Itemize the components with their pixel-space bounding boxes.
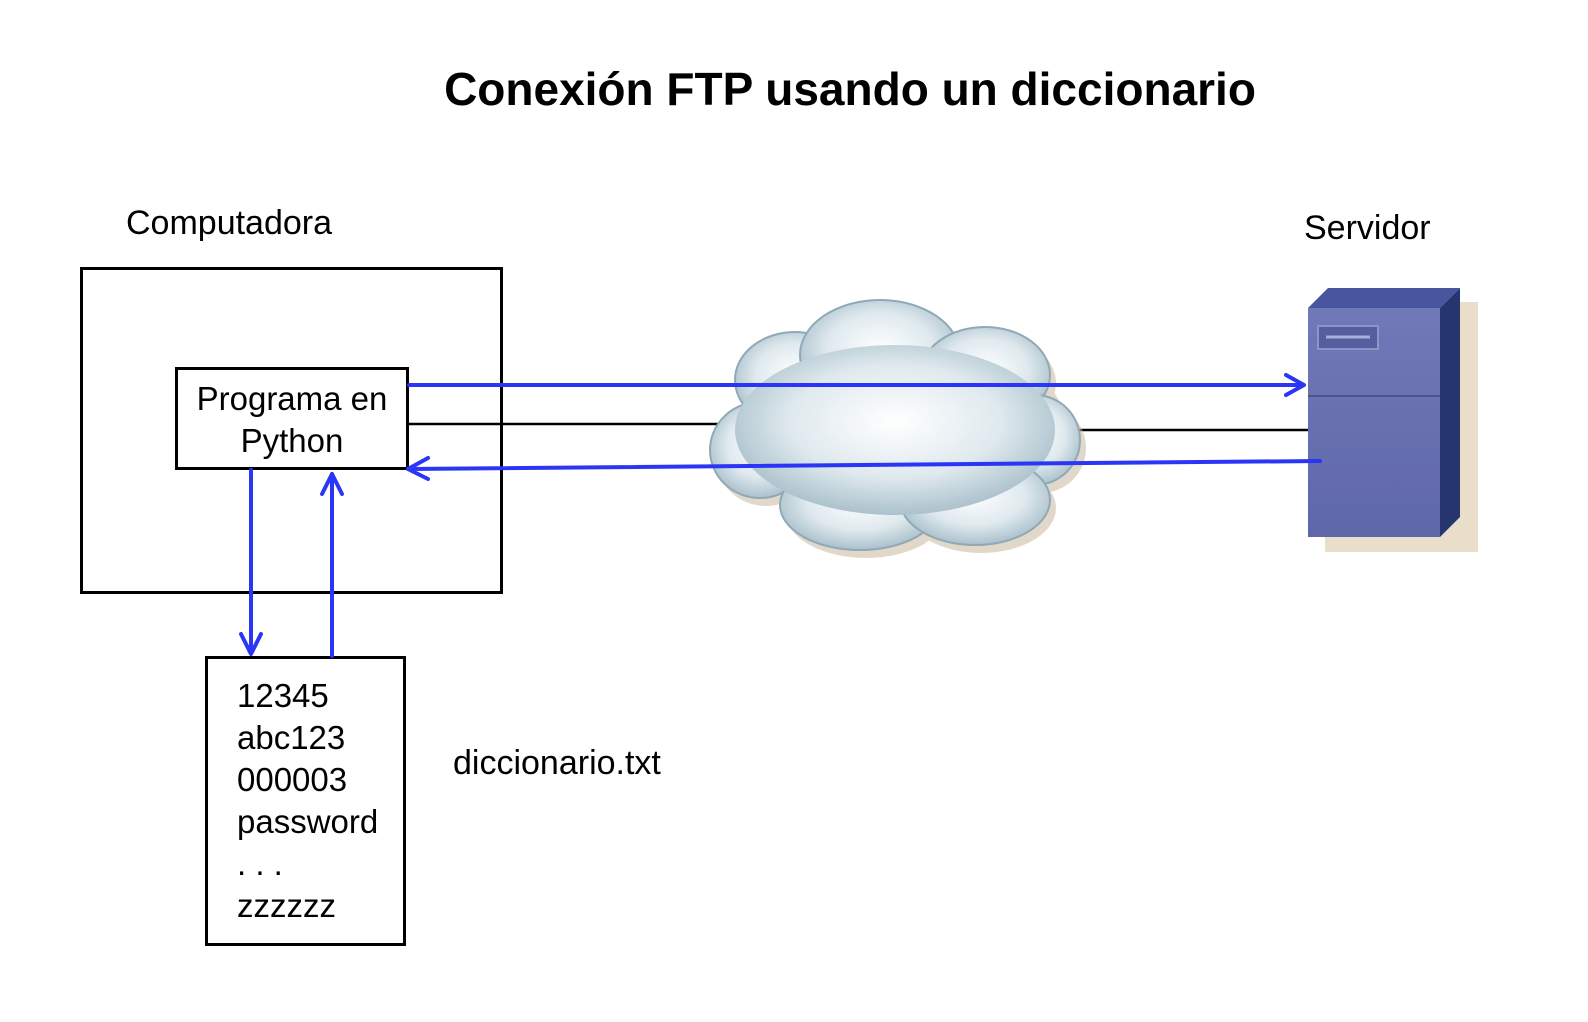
- entry-arrow-to-program: [320, 472, 344, 658]
- dictionary-file-box: 12345 abc123 000003 password . . . zzzzz…: [205, 656, 406, 946]
- diagram-title: Conexión FTP usando un diccionario: [444, 63, 1256, 115]
- program-label-line1: Programa en: [196, 380, 388, 417]
- dictionary-entry: abc123: [237, 719, 346, 756]
- server-tower-icon: [1308, 288, 1478, 552]
- dictionary-entry: 000003: [237, 761, 348, 798]
- python-program-box: Programa en Python: [175, 367, 409, 470]
- network-cloud-icon: [709, 299, 1086, 558]
- dictionary-entry: . . .: [237, 845, 283, 882]
- server-label: Servidor: [1304, 209, 1431, 247]
- dictionary-filename-label: diccionario.txt: [453, 744, 661, 782]
- read-arrow-to-dictionary: [239, 468, 263, 656]
- computer-box: [80, 267, 503, 594]
- computer-label: Computadora: [126, 204, 333, 242]
- dictionary-entry: zzzzzz: [237, 887, 336, 924]
- request-arrow-to-server: [407, 373, 1306, 397]
- dictionary-entry: 12345: [237, 677, 329, 714]
- response-arrow-to-program: [406, 456, 1322, 481]
- program-label-line2: Python: [240, 422, 344, 459]
- dictionary-entry: password: [237, 803, 379, 840]
